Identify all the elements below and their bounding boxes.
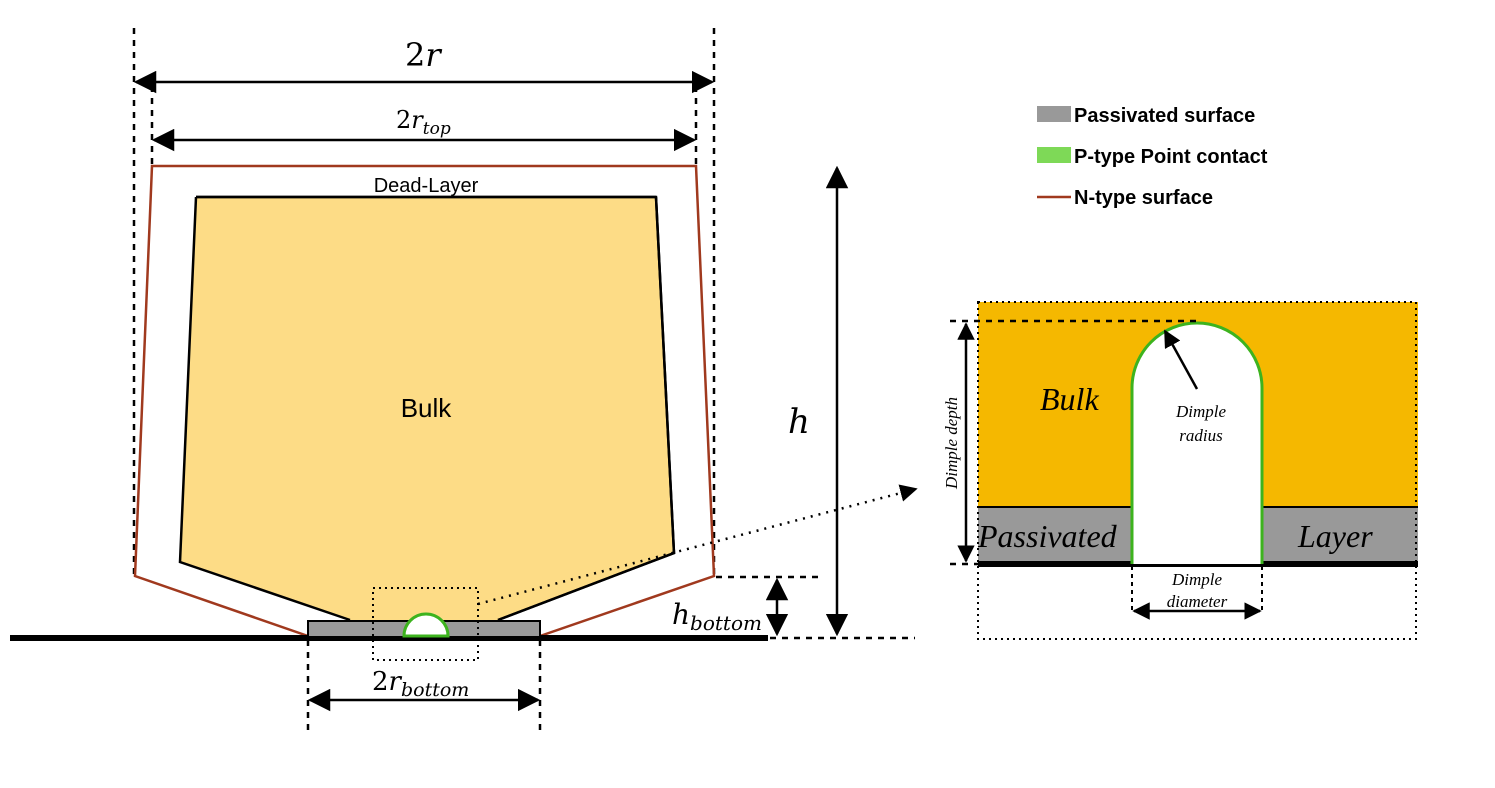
point-contact: [402, 612, 450, 638]
label-2rtop: 2rtop: [396, 106, 451, 139]
legend-label-contact: P-type Point contact: [1074, 146, 1268, 168]
label-2rbottom: 2rbottom: [372, 667, 469, 701]
label-h: h: [788, 402, 810, 442]
label-dimple-radius-1: Dimple: [1175, 402, 1227, 421]
inset-label-passivated: Passivated: [977, 518, 1118, 554]
inset-frame: [977, 301, 1417, 640]
label-dead-layer: Dead-Layer: [374, 175, 479, 197]
legend-label-n-type: N-type surface: [1074, 187, 1213, 209]
inset-label-layer: Layer: [1297, 518, 1373, 554]
dimple-radius-arrow: [1163, 329, 1199, 390]
inset-dimple: [1130, 321, 1264, 564]
legend-swatch-contact: [1037, 147, 1071, 163]
label-dimple-radius-2: radius: [1179, 426, 1223, 445]
legend: Passivated surface P-type Point contact …: [1037, 105, 1268, 209]
label-2r: 2r: [405, 36, 442, 74]
bulk-region: [180, 197, 674, 620]
legend-swatch-passivated: [1037, 106, 1071, 122]
inset-panel: Dimple radius Dimple depth Dimple diamet…: [942, 301, 1418, 640]
bulk-outline-left: [178, 196, 351, 622]
n-type-surface-outline: [133, 164, 716, 638]
label-hbottom: hbottom: [672, 598, 762, 635]
legend-label-passivated: Passivated surface: [1074, 105, 1255, 127]
label-bulk: Bulk: [401, 393, 453, 423]
label-dimple-diameter-2: diameter: [1167, 592, 1228, 611]
inset-label-bulk: Bulk: [1040, 381, 1099, 417]
label-dimple-diameter-1: Dimple: [1171, 570, 1223, 589]
zoom-box: [372, 587, 479, 661]
bulk-outline-right: [497, 196, 676, 622]
label-dimple-depth: Dimple depth: [942, 397, 961, 490]
